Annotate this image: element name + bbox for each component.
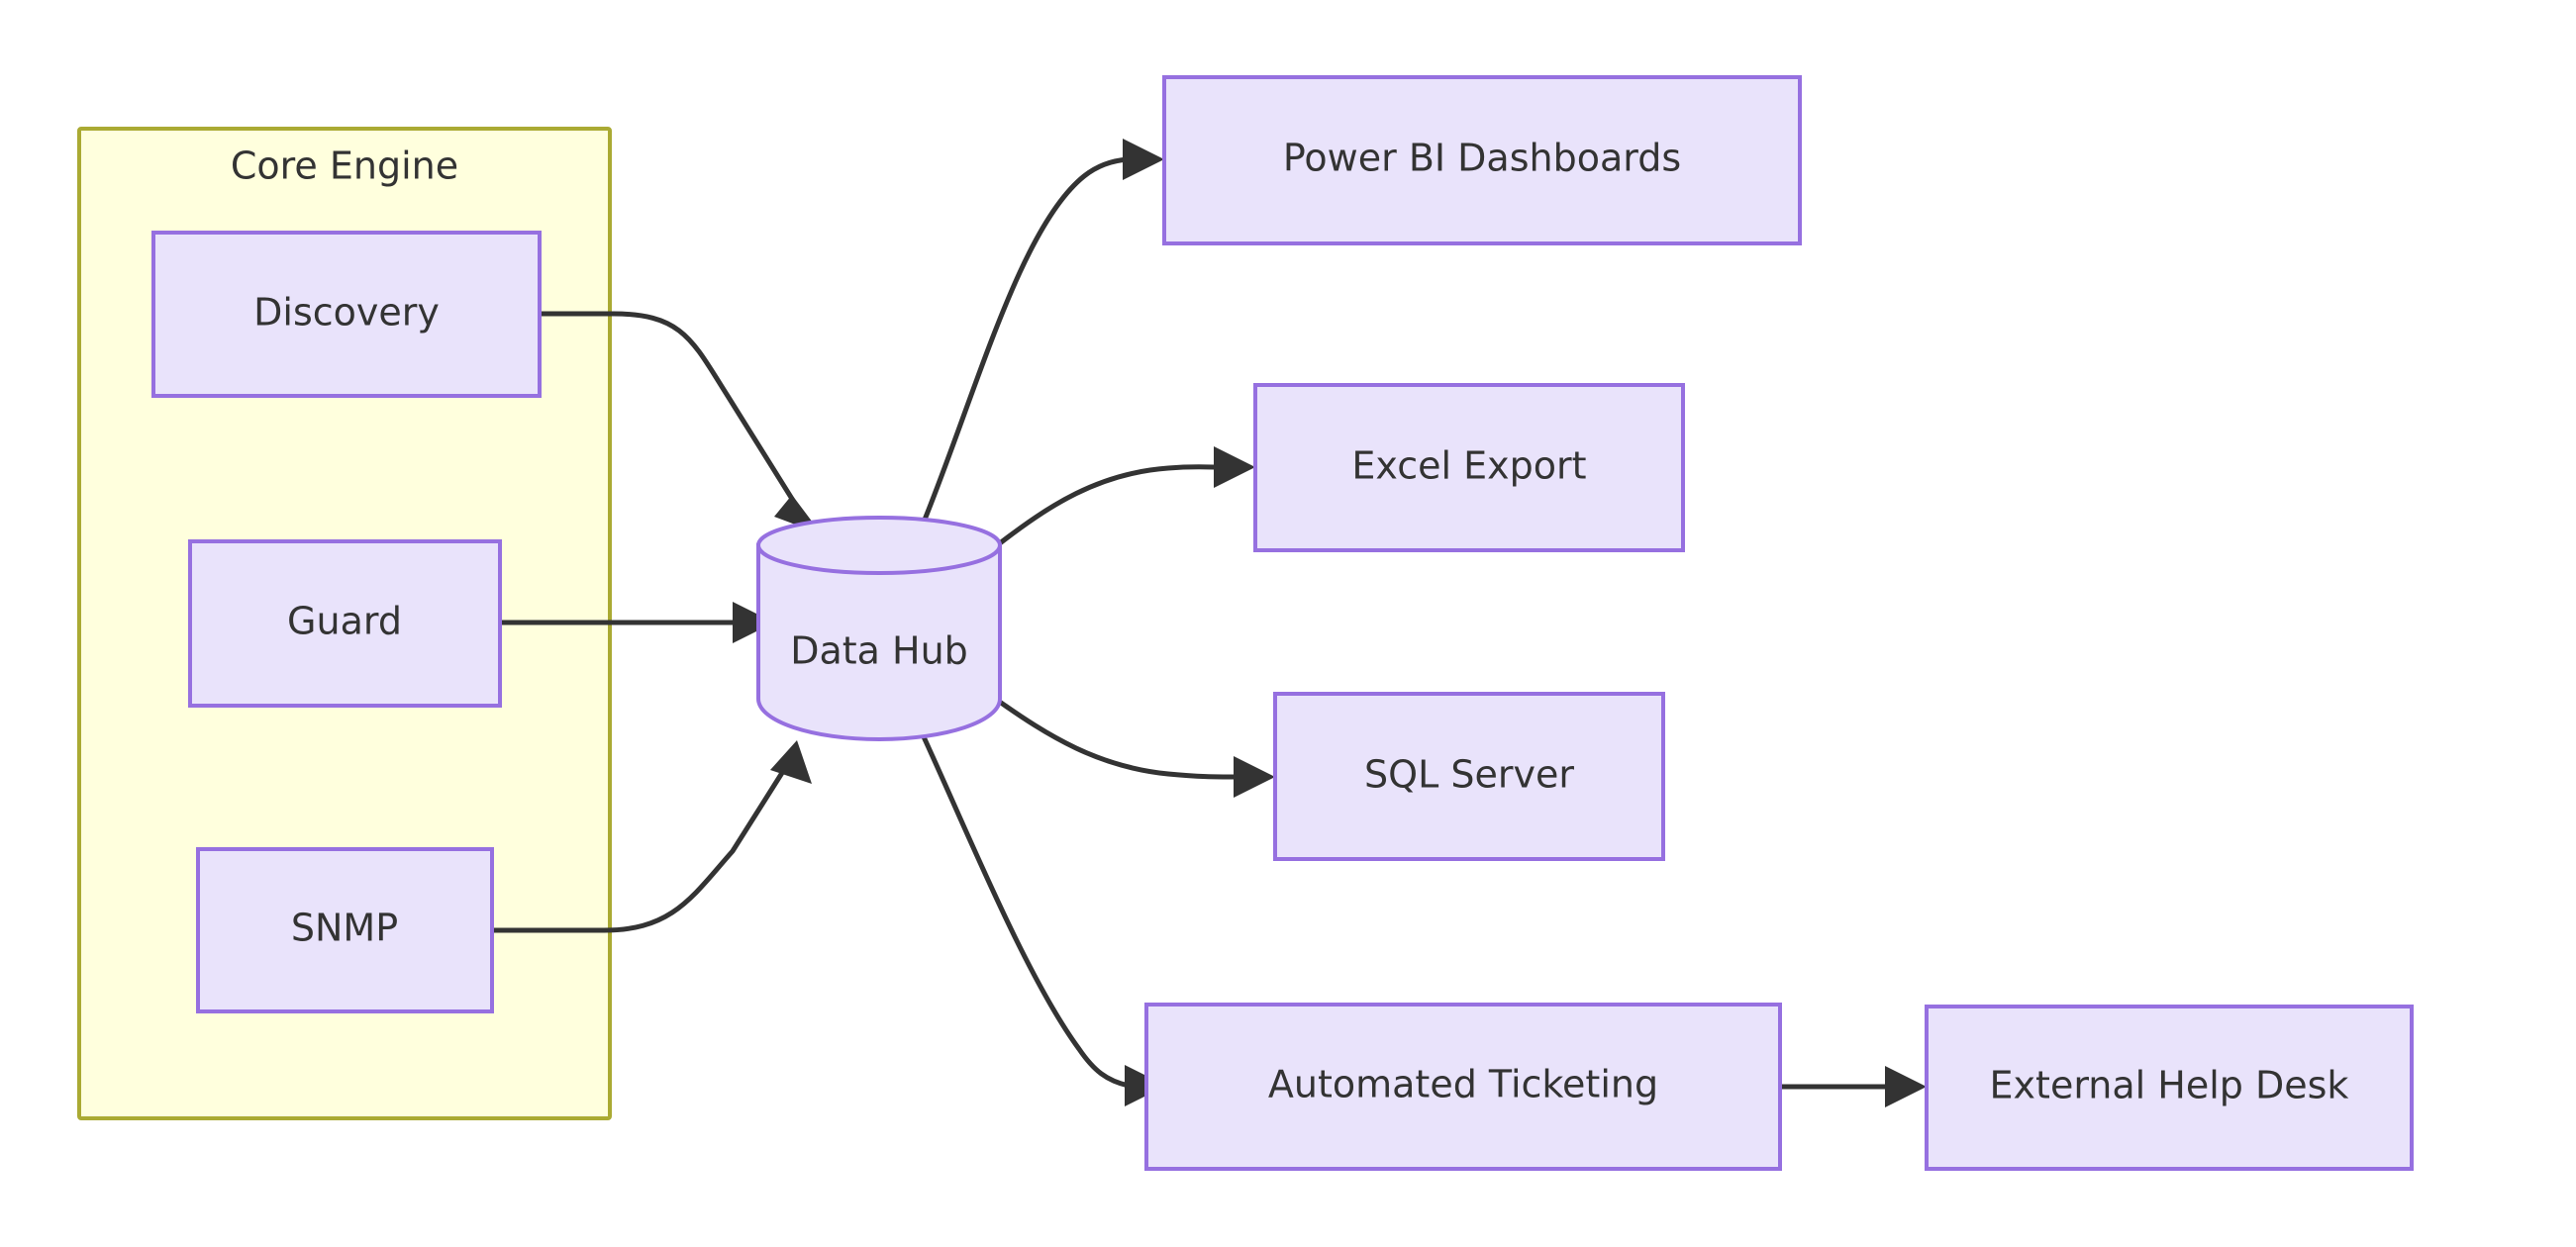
edge-snmp-to-data-hub-path bbox=[492, 755, 795, 933]
node-sql-server[interactable]: SQL Server bbox=[1273, 692, 1665, 861]
edge-data-hub-to-automated-ticketing-path bbox=[918, 728, 1130, 1089]
node-guard[interactable]: Guard bbox=[188, 539, 502, 708]
edge-data-hub-to-power-bi[interactable] bbox=[920, 139, 1164, 526]
node-automated-ticketing-box[interactable] bbox=[1144, 1003, 1782, 1171]
edge-data-hub-to-sql-server-path bbox=[992, 695, 1238, 780]
edge-data-hub-to-excel-export[interactable] bbox=[994, 446, 1255, 548]
node-snmp[interactable]: SNMP bbox=[196, 847, 494, 1013]
node-excel-export-box[interactable] bbox=[1253, 383, 1685, 552]
edge-snmp-to-data-hub[interactable] bbox=[492, 740, 812, 933]
edge-data-hub-to-power-bi-arrowhead bbox=[1123, 139, 1164, 180]
edge-data-hub-to-automated-ticketing[interactable] bbox=[918, 728, 1166, 1106]
edge-automated-ticketing-to-external-help-desk[interactable] bbox=[1780, 1066, 1927, 1107]
node-sql-server-box[interactable] bbox=[1273, 692, 1665, 861]
node-data-hub-cylinder-top[interactable] bbox=[756, 516, 1002, 575]
node-snmp-box[interactable] bbox=[196, 847, 494, 1013]
node-data-hub[interactable]: Data Hub bbox=[756, 516, 1002, 742]
node-guard-box[interactable] bbox=[188, 539, 502, 708]
edge-data-hub-to-excel-export-arrowhead bbox=[1214, 446, 1255, 488]
edge-guard-to-data-hub[interactable] bbox=[500, 602, 774, 643]
node-discovery[interactable]: Discovery bbox=[151, 231, 542, 398]
node-discovery-box[interactable] bbox=[151, 231, 542, 398]
edge-automated-ticketing-to-external-help-desk-arrowhead bbox=[1885, 1066, 1927, 1107]
edge-data-hub-to-power-bi-path bbox=[920, 156, 1130, 526]
node-external-help-desk[interactable]: External Help Desk bbox=[1925, 1005, 2414, 1171]
node-data-hub-cylinder-body[interactable] bbox=[756, 543, 1002, 742]
edge-data-hub-to-excel-export-path bbox=[994, 464, 1221, 548]
node-excel-export[interactable]: Excel Export bbox=[1253, 383, 1685, 552]
node-external-help-desk-box[interactable] bbox=[1925, 1005, 2414, 1171]
edge-data-hub-to-sql-server-arrowhead bbox=[1234, 756, 1275, 798]
edge-snmp-to-data-hub-arrowhead bbox=[770, 740, 812, 784]
node-power-bi-dashboards[interactable]: Power BI Dashboards bbox=[1162, 75, 1802, 245]
edge-data-hub-to-sql-server[interactable] bbox=[992, 695, 1275, 798]
edge-discovery-to-data-hub-path bbox=[540, 311, 800, 509]
node-power-bi-dashboards-box[interactable] bbox=[1162, 75, 1802, 245]
node-automated-ticketing[interactable]: Automated Ticketing bbox=[1144, 1003, 1782, 1171]
edge-guard-to-data-hub-arrowhead bbox=[733, 602, 774, 643]
